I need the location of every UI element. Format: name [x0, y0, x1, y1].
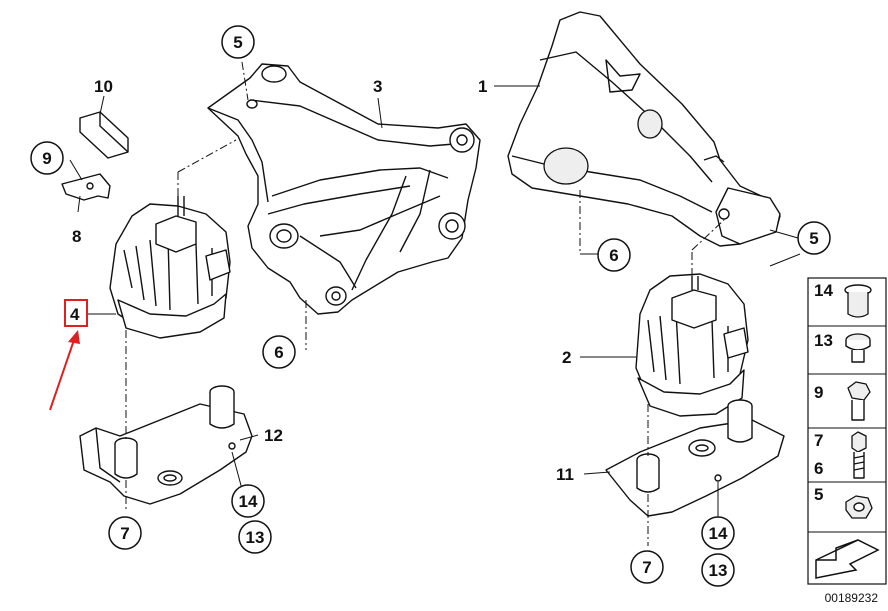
legend-item-9: 9	[814, 383, 823, 402]
callout-11: 11	[556, 465, 574, 484]
document-number: 00189232	[825, 591, 879, 605]
callout-1: 1	[478, 77, 487, 96]
svg-text:14: 14	[709, 524, 728, 543]
circled-callout-9: 9	[30, 141, 64, 175]
callout-12: 12	[264, 426, 283, 445]
svg-text:6: 6	[609, 246, 618, 265]
red-arrow-head	[68, 330, 80, 344]
circled-callout-5-right: 5	[797, 221, 831, 255]
engine-carrier-bracket-right	[507, 11, 781, 247]
callout-4: 4	[70, 305, 80, 324]
svg-text:13: 13	[709, 561, 728, 580]
engine-mount-right	[635, 273, 749, 417]
svg-text:14: 14	[239, 492, 258, 511]
svg-text:6: 6	[274, 343, 283, 362]
circled-callout-5-top: 5	[221, 25, 255, 59]
svg-text:5: 5	[809, 229, 818, 248]
red-arrow-line	[49, 339, 75, 411]
callout-3: 3	[373, 77, 382, 96]
screw-icon	[845, 333, 871, 363]
svg-text:13: 13	[246, 528, 265, 547]
circled-callout-6-right: 6	[597, 238, 631, 272]
circled-callout-13-right: 13	[701, 553, 735, 587]
clip-part-10	[79, 111, 129, 159]
hardware-legend: 14 13 9 7 6 5	[807, 277, 887, 585]
legend-item-7: 7	[814, 431, 823, 450]
svg-text:7: 7	[642, 558, 651, 577]
svg-text:5: 5	[233, 33, 242, 52]
circled-callout-14-right: 14	[701, 516, 735, 550]
highlight-annotation	[49, 299, 88, 411]
circled-callout-14-left: 14	[231, 484, 265, 518]
direction-arrow-icon	[815, 539, 880, 579]
leader-lines	[69, 61, 801, 546]
circled-callout-7-right: 7	[630, 550, 664, 584]
circled-callout-7-left: 7	[108, 516, 142, 550]
svg-text:9: 9	[42, 149, 51, 168]
callout-8: 8	[72, 227, 81, 246]
svg-text:7: 7	[120, 524, 129, 543]
engine-carrier-bracket-left	[207, 63, 481, 315]
rivet-nut-icon	[844, 284, 872, 318]
bolt-icon	[847, 381, 871, 421]
engine-mount-left	[109, 196, 231, 339]
support-bracket-left	[79, 385, 253, 505]
legend-item-13: 13	[814, 331, 833, 350]
stud-bolt-icon	[851, 431, 867, 479]
callout-10: 10	[94, 77, 113, 96]
holder-part-9	[61, 173, 111, 201]
legend-item-5: 5	[814, 485, 823, 504]
hex-nut-icon	[845, 495, 873, 519]
legend-item-14: 14	[814, 281, 833, 300]
support-bracket-right	[605, 399, 785, 517]
callout-2: 2	[562, 348, 571, 367]
circled-callout-6-left: 6	[262, 335, 296, 369]
highlight-box	[64, 299, 88, 327]
circled-callout-13-left: 13	[238, 520, 272, 554]
legend-item-6: 6	[814, 459, 823, 478]
